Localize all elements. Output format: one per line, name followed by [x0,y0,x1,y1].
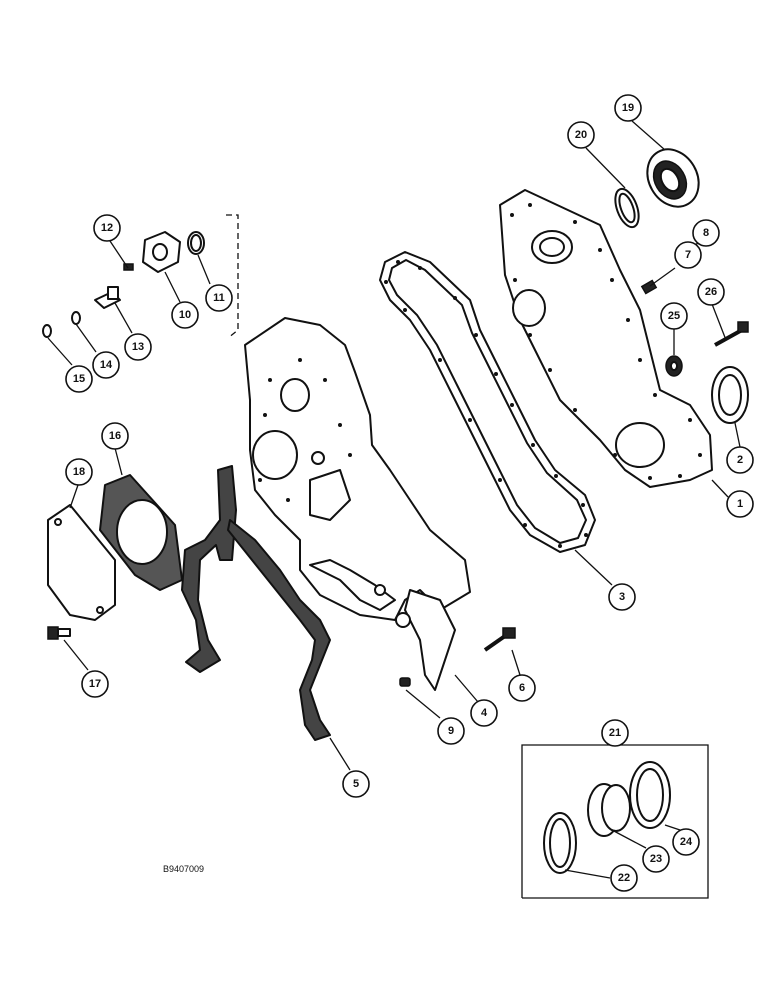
housing-gasket [181,465,331,741]
callout-24: 24 [672,828,700,856]
front-cover [499,189,713,488]
svg-text:17: 17 [89,678,101,690]
callout-16: 16 [101,422,129,450]
seal-2 [711,366,749,424]
gear-housing [244,317,471,691]
callout-11: 11 [205,284,233,312]
callout-19: 19 [614,94,642,122]
callout-10: 10 [171,301,199,329]
svg-text:12: 12 [101,222,113,234]
svg-text:15: 15 [73,373,85,385]
svg-text:8: 8 [703,227,709,239]
callout-9: 9 [437,717,465,745]
callout-26: 26 [697,278,725,306]
callout-1: 1 [726,490,754,518]
svg-text:11: 11 [213,292,225,304]
callout-22: 22 [610,864,638,892]
svg-text:2: 2 [737,454,743,466]
callout-13: 13 [124,333,152,361]
svg-text:18: 18 [73,466,85,478]
ring [614,187,640,229]
svg-text:16: 16 [109,430,121,442]
front-seal [646,148,700,208]
svg-text:20: 20 [575,129,587,141]
callout-20: 20 [567,121,595,149]
callout-12: 12 [93,214,121,242]
svg-text:14: 14 [100,359,113,371]
nut [665,355,683,377]
cover-plate-gasket [99,474,183,591]
svg-text:10: 10 [179,309,191,321]
figure-code: B9407009 [163,864,204,874]
svg-text:21: 21 [609,727,621,739]
svg-text:7: 7 [685,249,691,261]
svg-text:4: 4 [481,707,488,719]
fitting-group [42,214,239,339]
svg-text:24: 24 [680,836,693,848]
callout-14: 14 [92,351,120,379]
seal-kit-box [521,744,709,899]
callout-5: 5 [342,770,370,798]
svg-text:9: 9 [448,725,454,737]
svg-text:1: 1 [737,498,743,510]
svg-text:26: 26 [705,286,717,298]
svg-text:13: 13 [132,341,144,353]
callout-23: 23 [642,845,670,873]
dowel-pin [399,677,411,687]
callout-18: 18 [65,458,93,486]
bolt-17 [47,626,71,640]
cover-plate [47,504,116,621]
svg-text:5: 5 [353,778,359,790]
callout-25: 25 [660,302,688,330]
callout-3: 3 [608,583,636,611]
bolt-6 [483,627,516,652]
svg-text:19: 19 [622,102,634,114]
callout-2: 2 [726,446,754,474]
callout-7: 7 [674,241,702,269]
callout-6: 6 [508,674,536,702]
svg-text:6: 6 [519,682,525,694]
callout-21: 21 [601,719,629,747]
svg-text:25: 25 [668,310,680,322]
callout-8: 8 [692,219,720,247]
callout-4: 4 [470,699,498,727]
callout-17: 17 [81,670,109,698]
svg-text:3: 3 [619,591,625,603]
callout-15: 15 [65,365,93,393]
svg-text:23: 23 [650,853,662,865]
cover-gasket [379,251,596,553]
svg-text:22: 22 [618,872,630,884]
long-bolt [714,321,749,347]
